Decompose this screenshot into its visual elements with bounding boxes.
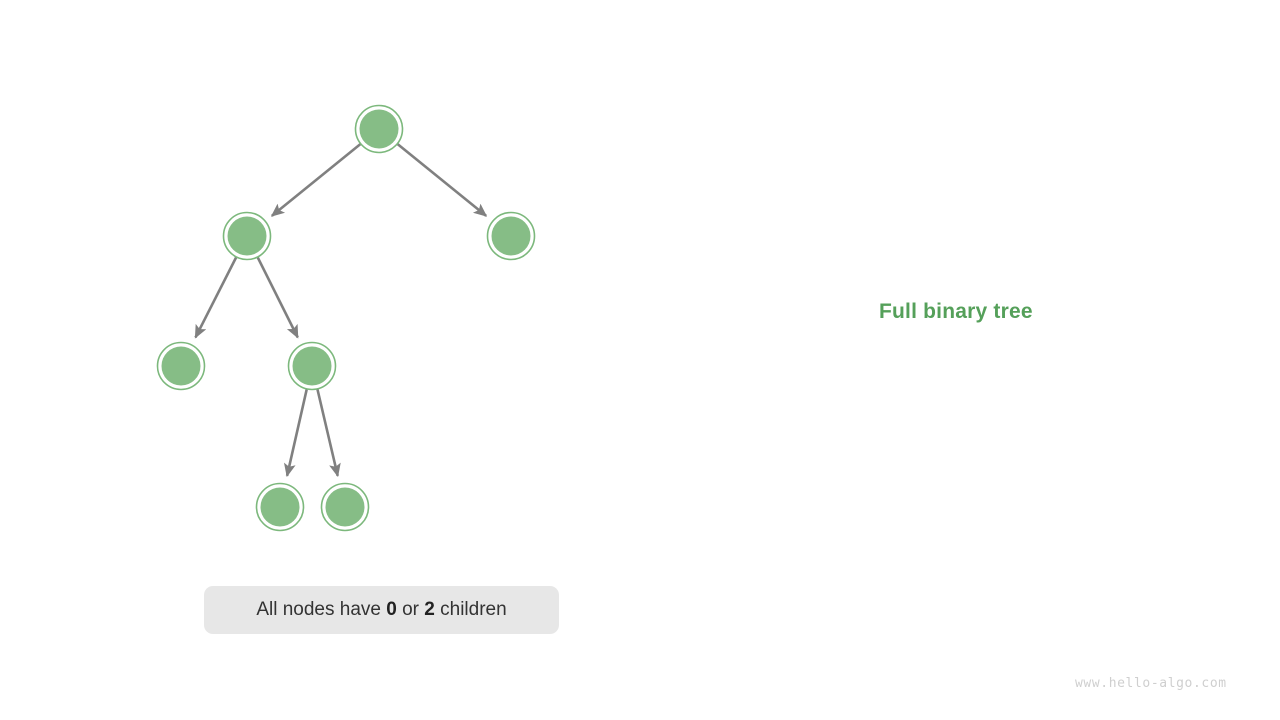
tree-node-fill (260, 487, 300, 527)
caption-badge: All nodes have 0 or 2 children (204, 586, 559, 634)
tree-edge (256, 256, 299, 339)
tree-edge (270, 143, 362, 217)
tree-node-layer (156, 104, 536, 532)
tree-node (486, 211, 536, 261)
tree-edge-layer (194, 143, 488, 478)
tree-edge (396, 143, 488, 217)
tree-node-fill (292, 346, 332, 386)
tree-node-fill (491, 216, 531, 256)
caption-middle: or (396, 599, 425, 620)
tree-node (320, 482, 370, 532)
tree-node (156, 341, 206, 391)
tree-edge (283, 389, 308, 478)
page-title: Full binary tree (879, 300, 1033, 323)
tree-node (354, 104, 404, 154)
caption-prefix: All nodes have (256, 599, 387, 620)
watermark: www.hello-algo.com (1075, 676, 1227, 691)
tree-edge (194, 256, 238, 339)
tree-node-fill (359, 109, 399, 149)
caption-value-zero: 0 (386, 599, 397, 620)
tree-node (222, 211, 272, 261)
tree-node (255, 482, 305, 532)
tree-edge (316, 389, 341, 478)
tree-node-fill (325, 487, 365, 527)
caption-suffix: children (434, 599, 507, 620)
caption-text: All nodes have 0 or 2 children (256, 599, 506, 621)
caption-value-two: 2 (424, 599, 435, 620)
tree-node-fill (161, 346, 201, 386)
tree-node-fill (227, 216, 267, 256)
tree-node (287, 341, 337, 391)
